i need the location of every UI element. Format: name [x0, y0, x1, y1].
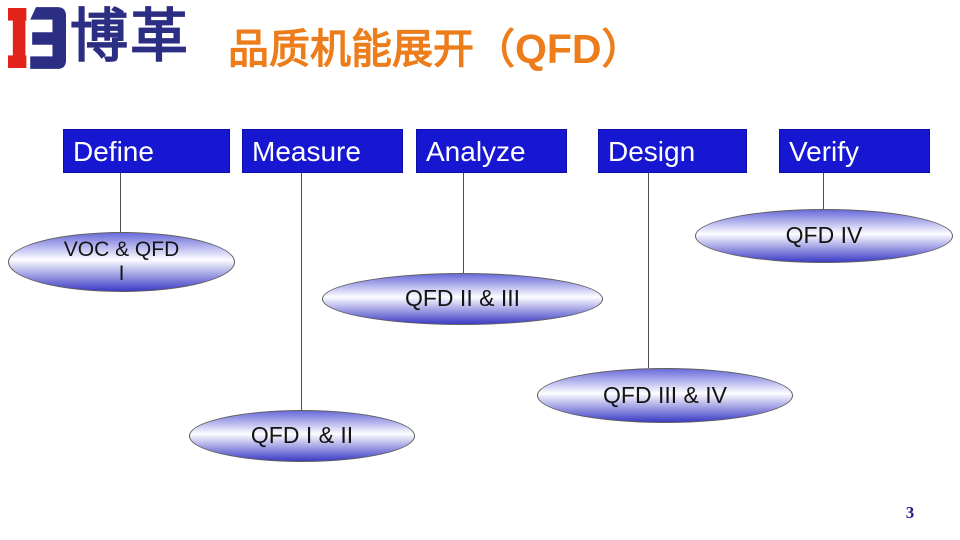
connector-analyze	[463, 173, 464, 273]
phase-box-verify: Verify	[779, 129, 930, 173]
ellipse-label-line: I	[118, 262, 125, 285]
ellipse-qfd-4: QFD IV	[695, 209, 953, 263]
phase-box-design: Design	[598, 129, 747, 173]
connector-design	[648, 173, 649, 368]
brand-name: 博革	[70, 4, 191, 69]
ellipse-qfd-1-2: QFD I & II	[189, 410, 415, 462]
phase-box-analyze: Analyze	[416, 129, 567, 173]
ellipse-voc-qfd-1: VOC & QFD I	[8, 232, 235, 292]
ellipse-label-line: QFD III & IV	[603, 381, 727, 408]
ellipse-qfd-3-4: QFD III & IV	[537, 368, 793, 423]
ellipse-label-line: QFD I & II	[250, 422, 354, 449]
connector-measure	[301, 173, 302, 410]
phase-box-define: Define	[63, 129, 230, 173]
page-number: 3	[905, 503, 915, 522]
brand-logo-icon	[8, 7, 66, 69]
ellipse-label-line: QFD II & III	[404, 285, 520, 312]
connector-verify	[823, 173, 824, 210]
connector-define	[120, 173, 121, 233]
ellipse-label-line: QFD IV	[785, 222, 863, 249]
ellipse-label-line: VOC & QFD	[63, 238, 180, 262]
phase-box-measure: Measure	[242, 129, 403, 173]
ellipse-qfd-2-3: QFD II & III	[322, 273, 603, 325]
page-title: 品质机能展开（QFD）	[228, 26, 643, 72]
